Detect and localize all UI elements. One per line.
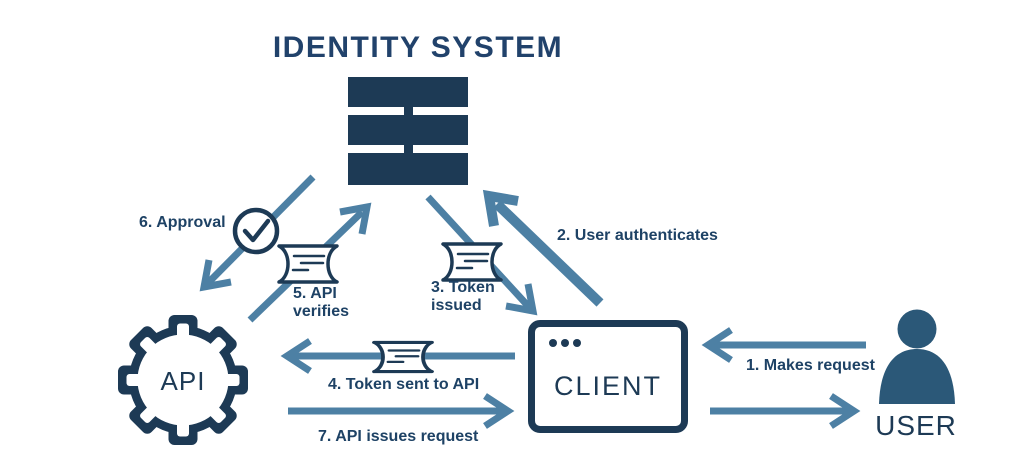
check-circle-icon (232, 207, 280, 255)
api-label: API (160, 366, 206, 396)
client-window: CLIENT (528, 320, 688, 433)
gear-icon (118, 315, 248, 445)
flow-label-6-approval: 6. Approval (139, 214, 226, 231)
flow-label-3-token-issued: 3. Token issued (431, 279, 495, 315)
person-icon (879, 309, 955, 404)
token-ticket-icon-issued (441, 242, 503, 282)
arrow-client-to-user (710, 393, 861, 429)
token-ticket-icon-verify (277, 244, 339, 284)
diagram-title: IDENTITY SYSTEM (272, 31, 564, 64)
arrow-7-api-issues-request (288, 393, 515, 429)
server-stack-icon (348, 77, 468, 185)
window-dots-icon (549, 339, 581, 347)
flow-label-5-api-verifies: 5. API verifies (293, 285, 350, 321)
token-ticket-icon-sent (372, 340, 434, 374)
flow-label-7-api-issues-request: 7. API issues request (318, 428, 479, 445)
flow-label-1-makes-request: 1. Makes request (746, 357, 875, 374)
arrow-2-user-authenticates (482, 189, 604, 307)
client-label: CLIENT (553, 371, 663, 401)
arrow-1-makes-request (701, 327, 866, 363)
flow-label-4-token-sent-to-api: 4. Token sent to API (328, 376, 480, 393)
user-label: USER (875, 410, 957, 441)
flow-label-2-user-authenticates: 2. User authenticates (557, 227, 718, 244)
